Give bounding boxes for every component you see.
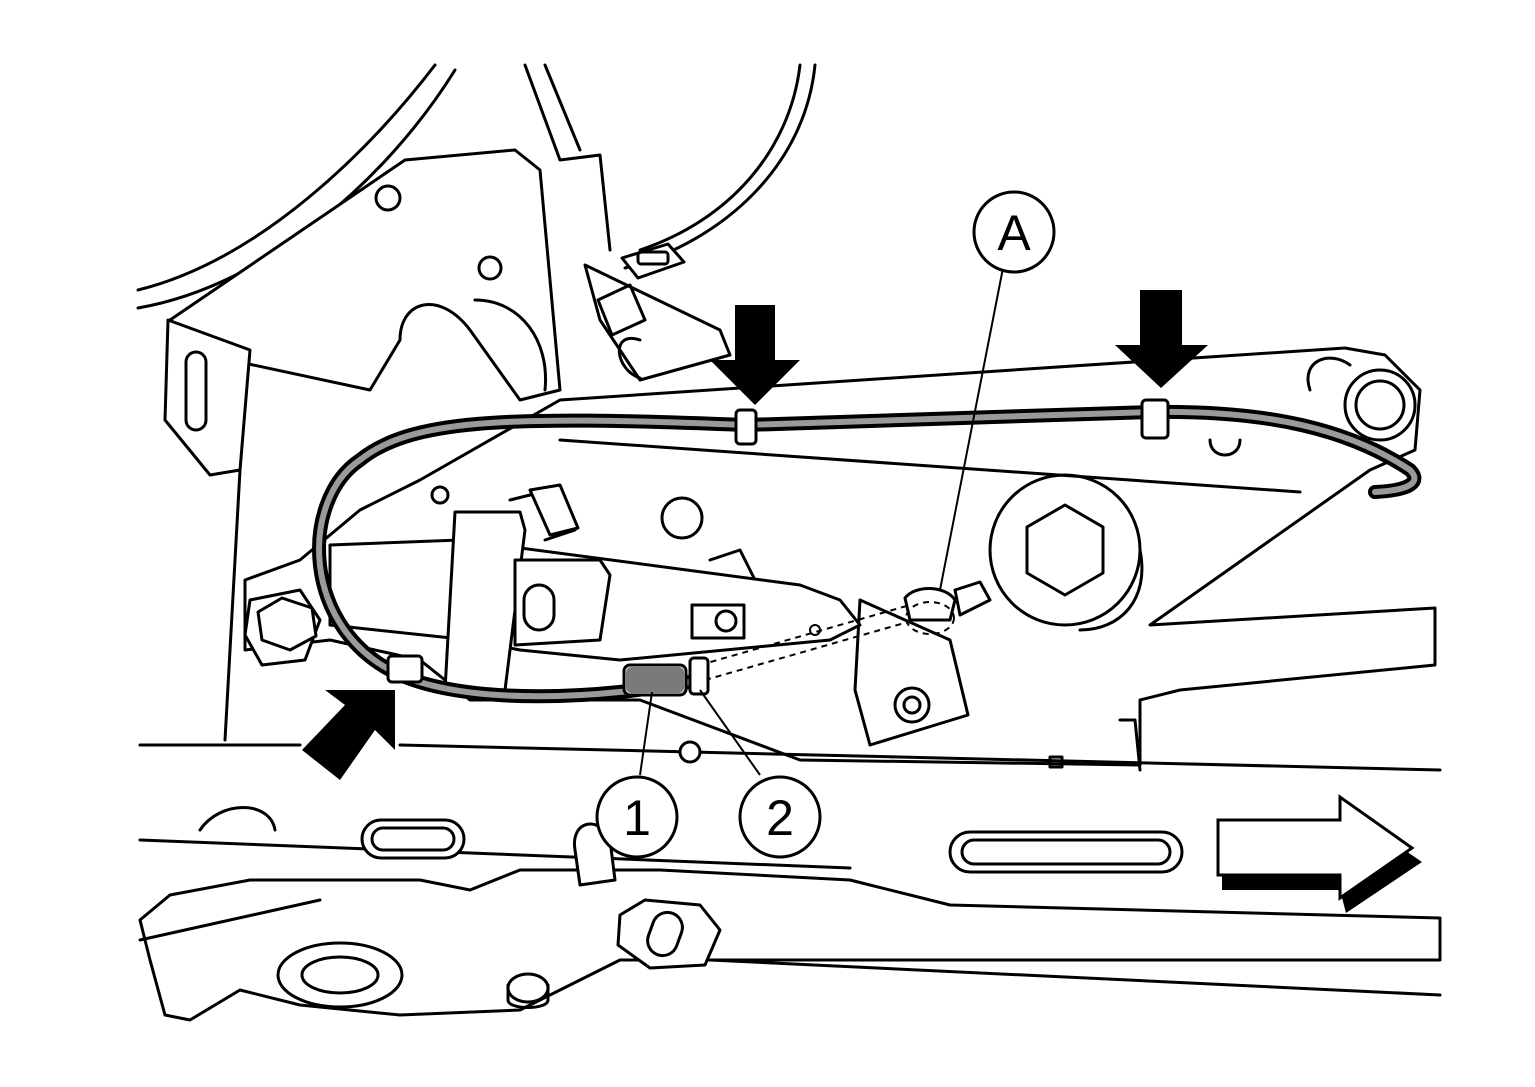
left-bracket xyxy=(163,318,252,742)
upper-panel xyxy=(136,63,817,402)
clip-arrow-icon xyxy=(302,690,395,780)
leader-line-2 xyxy=(699,689,761,776)
release-cable xyxy=(312,398,1422,704)
adjust-arm xyxy=(328,510,992,692)
callout-a: A xyxy=(972,190,1056,274)
clip-arrow-icon xyxy=(1115,290,1208,388)
callout-2: 2 xyxy=(738,775,822,859)
callout-a-label: A xyxy=(997,205,1031,261)
leader-line-1 xyxy=(639,691,653,776)
callout-2-label: 2 xyxy=(766,790,794,846)
clip-arrow-icon xyxy=(710,305,800,405)
direction-arrow-icon xyxy=(1216,794,1422,913)
callout-1: 1 xyxy=(595,775,679,859)
leader-line-a xyxy=(939,267,1004,591)
callout-1-label: 1 xyxy=(623,790,651,846)
